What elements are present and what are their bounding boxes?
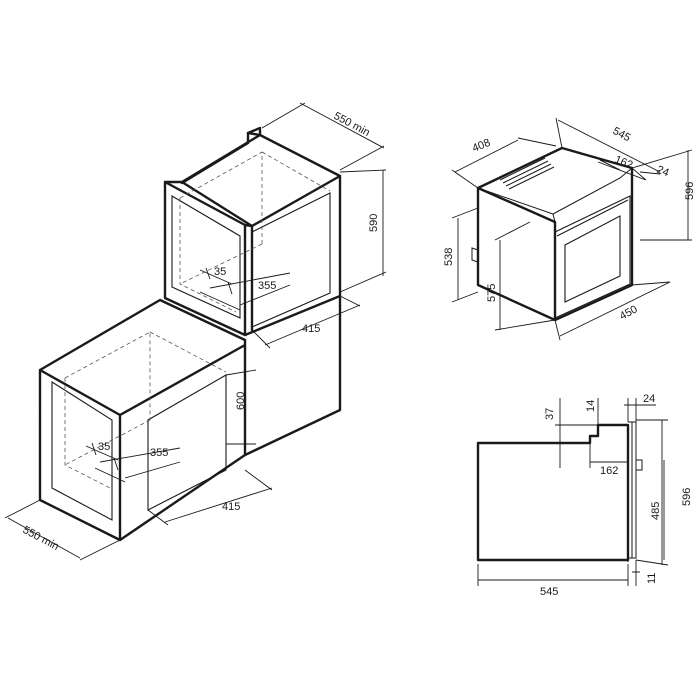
- upper-depth-dimline: [261, 102, 385, 171]
- lower-depth-label: 550 min: [21, 524, 61, 553]
- oven-iso-topdepth-label: 408: [471, 137, 493, 155]
- upper-width-label: 415: [302, 323, 320, 335]
- upper-inner-frame: [171, 195, 241, 319]
- upper-cabinet: [163, 126, 342, 337]
- oven-iso-topdepth-dimline: [451, 137, 557, 189]
- oven-iso-thickness-label: 24: [655, 164, 671, 180]
- lower-height-dimline: [225, 369, 257, 445]
- oven-iso-window: [564, 215, 621, 303]
- oven-iso-side-bracket: [471, 247, 479, 263]
- oven-iso-body-dimline: [494, 221, 556, 331]
- lower-opening: [147, 374, 227, 511]
- lower-depth-dimline: [4, 499, 121, 561]
- oven-iso-width-dimline: [554, 281, 671, 341]
- lower-width-label: 415: [222, 501, 240, 513]
- lower-inset-label: 35: [98, 441, 110, 453]
- oven-side-dimensions: 37 14 24 162 596 485 545 11: [477, 393, 693, 598]
- upper-height-dimline: [339, 169, 387, 293]
- lower-inner-frame: [51, 381, 113, 521]
- upper-inset-label: 35: [214, 266, 226, 278]
- oven-iso-panel-dimline: [597, 161, 647, 181]
- lower-inner-label: 355: [150, 447, 168, 459]
- upper-depth-label: 550 min: [332, 110, 372, 139]
- oven-side-door: [628, 421, 637, 559]
- lower-inset-dim: [85, 442, 119, 471]
- oven-side-doorthick-dimline: [624, 398, 656, 422]
- oven-side-topstep-dimline: [555, 398, 598, 468]
- oven-iso-left-label: 538: [443, 248, 455, 266]
- oven-iso-height-label: 596: [684, 182, 696, 200]
- oven-iso-top-detail: [477, 159, 633, 223]
- lower-width-dimline: [147, 469, 273, 526]
- oven-side-body: [476, 423, 630, 562]
- upper-width-dimline: [251, 295, 361, 349]
- oven-side-topstep-label: 37: [544, 408, 556, 420]
- oven-iso-totaldepth-label: 545: [611, 125, 633, 144]
- oven-side-panel-dimline: [589, 436, 628, 468]
- oven-iso-left-dimline: [451, 207, 479, 303]
- oven-iso-door: [554, 195, 631, 319]
- upper-cabinet-back-lip: [180, 126, 262, 185]
- oven-iso-vent: [499, 157, 555, 190]
- oven-side-stepheight-label: 14: [585, 400, 597, 412]
- oven-side-doorthick-label: 24: [643, 393, 655, 405]
- lower-height-label: 600: [235, 392, 247, 410]
- oven-side-handle: [636, 459, 643, 471]
- oven-iso-height-dimline: [631, 149, 693, 241]
- oven-side-depth-dimline: [477, 564, 629, 586]
- upper-opening: [251, 192, 331, 328]
- upper-hidden-lines: [179, 151, 331, 313]
- oven-iso-body-label: 575: [486, 284, 498, 302]
- oven-side-height-label: 596: [681, 488, 693, 506]
- upper-height-label: 590: [368, 214, 380, 232]
- oven-side-height-dimline: [635, 419, 669, 566]
- oven-iso-handle: [556, 199, 629, 237]
- oven-side-foot-dimline: [632, 560, 640, 586]
- oven-side-depth-label: 545: [540, 586, 558, 598]
- oven-iso-totaldepth-dimline: [555, 117, 661, 175]
- upper-inner-dim: [199, 272, 291, 311]
- oven-side-foot-label: 11: [646, 573, 658, 584]
- oven-side-stepheight-dimline: [593, 398, 628, 436]
- oven-side-doorheight-label: 485: [650, 502, 662, 520]
- lower-hidden-lines: [64, 331, 227, 489]
- lower-inner-dim: [94, 447, 181, 483]
- oven-side-panel-label: 162: [600, 465, 618, 477]
- upper-inner-label: 355: [258, 280, 276, 292]
- upper-inset-dim: [199, 267, 233, 295]
